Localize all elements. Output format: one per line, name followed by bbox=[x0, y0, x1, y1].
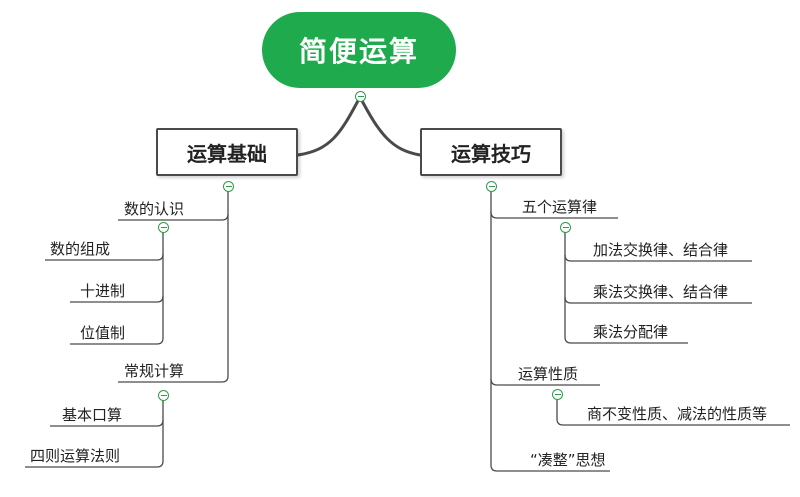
right-group-2-item-1[interactable]: 商不变性质、减法的性质等 bbox=[587, 405, 768, 423]
left-branch-collapse-toggle[interactable] bbox=[223, 181, 234, 192]
connector-left-g2-i1 bbox=[50, 419, 164, 427]
right-group-1-item-3[interactable]: 乘法分配律 bbox=[593, 323, 669, 341]
root-node-label: 简便运算 bbox=[298, 35, 419, 68]
right-group-1-collapse-toggle[interactable] bbox=[560, 222, 571, 233]
right-group-2-label[interactable]: 运算性质 bbox=[518, 365, 579, 383]
branch-node-right[interactable]: 运算技巧 bbox=[420, 128, 562, 176]
right-group-3-label[interactable]: “凑整”思想 bbox=[530, 451, 606, 469]
right-branch-collapse-toggle[interactable] bbox=[486, 181, 497, 192]
connector-left-group1 bbox=[118, 213, 229, 221]
left-group-1-item-3[interactable]: 位值制 bbox=[80, 324, 126, 342]
right-group-1-item-1[interactable]: 加法交换律、结合律 bbox=[593, 241, 729, 259]
left-group-1-item-1[interactable]: 数的组成 bbox=[50, 240, 111, 258]
connector-right-g1-trunk bbox=[564, 229, 688, 344]
connector-left-g1-i1 bbox=[45, 253, 164, 261]
connector-right-g1-i1 bbox=[564, 254, 752, 262]
right-group-1-label[interactable]: 五个运算律 bbox=[522, 198, 598, 216]
branch-node-right-label: 运算技巧 bbox=[451, 141, 531, 166]
root-node[interactable]: 简便运算 bbox=[262, 12, 456, 88]
left-group-1-label[interactable]: 数的认识 bbox=[124, 200, 185, 218]
connector-left-g1-i2 bbox=[70, 295, 164, 303]
connector-right-g1-i2 bbox=[564, 296, 752, 304]
left-group-2-item-2[interactable]: 四则运算法则 bbox=[30, 447, 121, 465]
left-group-2-item-1[interactable]: 基本口算 bbox=[62, 406, 123, 424]
left-group-2-label[interactable]: 常规计算 bbox=[124, 362, 185, 380]
connector-right-group1 bbox=[490, 211, 618, 219]
branch-node-left-label: 运算基础 bbox=[187, 141, 267, 166]
left-group-1-item-2[interactable]: 十进制 bbox=[80, 282, 126, 300]
left-group-1-collapse-toggle[interactable] bbox=[158, 222, 169, 233]
connector-left-trunk bbox=[118, 190, 229, 383]
left-group-2-collapse-toggle[interactable] bbox=[158, 390, 169, 401]
connector-root-right bbox=[358, 95, 422, 157]
connector-left-g1-trunk bbox=[70, 229, 164, 345]
connector-left-g2-trunk bbox=[25, 400, 164, 468]
root-collapse-toggle[interactable] bbox=[355, 91, 366, 102]
connector-right-group2 bbox=[490, 378, 600, 386]
connector-root-left bbox=[296, 95, 362, 157]
branch-node-left[interactable]: 运算基础 bbox=[156, 128, 298, 176]
connector-right-trunk bbox=[490, 190, 610, 472]
right-group-2-collapse-toggle[interactable] bbox=[552, 389, 563, 400]
connector-right-g2-trunk bbox=[556, 397, 790, 426]
right-group-1-item-2[interactable]: 乘法交换律、结合律 bbox=[593, 283, 729, 301]
